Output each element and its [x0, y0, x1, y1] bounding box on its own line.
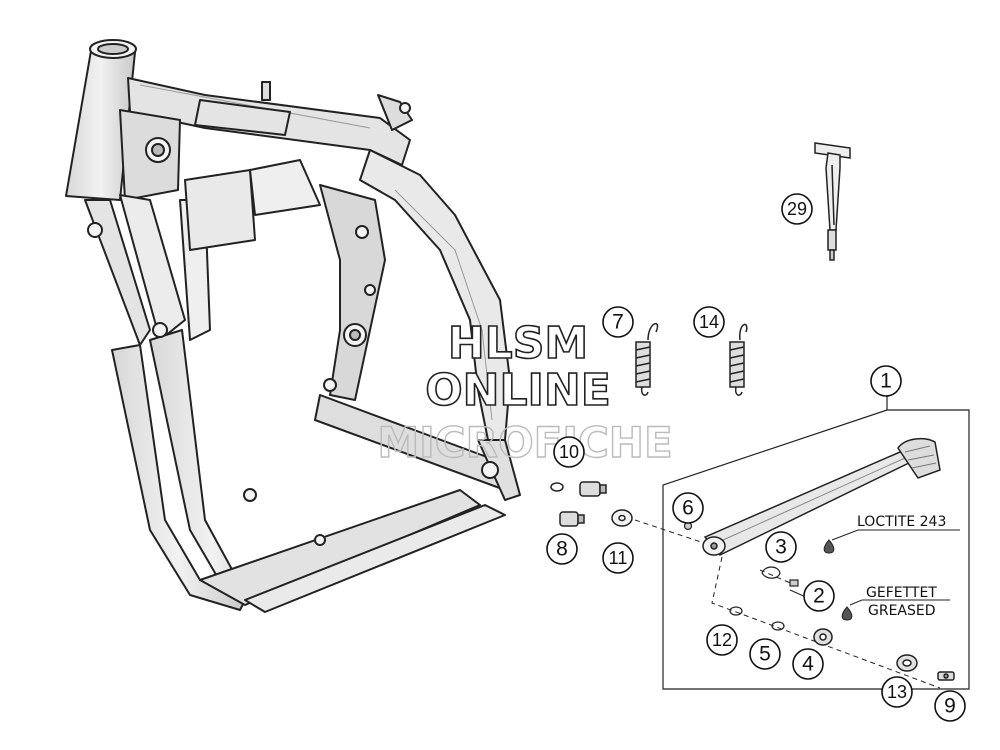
bottom-rail-left	[199, 489, 481, 606]
grease-drop	[841, 606, 853, 621]
watermark-line-2: ONLINE	[425, 365, 611, 416]
upper-crossmember	[194, 99, 291, 136]
loctite-drop	[823, 539, 835, 554]
callout-14: 14	[699, 312, 719, 332]
callout-6: 6	[682, 497, 694, 520]
swingarm-pivot-plate	[319, 184, 386, 401]
front-downtube-right	[119, 194, 186, 341]
tool-part-29	[814, 142, 851, 261]
assembly-box	[662, 396, 970, 690]
bolt-part-9	[937, 671, 955, 681]
callout-11: 11	[609, 548, 628, 568]
leader-lines	[634, 519, 941, 689]
callout-1: 1	[880, 370, 892, 393]
watermark-line-3: MICROFICHE	[377, 418, 672, 467]
bushing-part-13	[896, 654, 918, 672]
watermark-line-1: HLSM	[448, 318, 588, 369]
callout-5: 5	[759, 643, 771, 666]
callout-12: 12	[712, 630, 732, 650]
bushing-part-4	[813, 628, 833, 646]
callout-4: 4	[802, 653, 814, 676]
callout-labels: 1 2 3 4 5 6 7 8 9 10 11 12 13 14 29	[556, 199, 956, 718]
callout-10: 10	[559, 442, 579, 462]
washer-part-11	[611, 509, 633, 527]
note-loctite: LOCTITE 243	[857, 514, 946, 530]
bolt-part-10	[550, 481, 607, 497]
callout-2: 2	[813, 585, 825, 608]
watermark: HLSM ONLINE MICROFICHE	[377, 317, 674, 468]
clip-part-3	[761, 566, 781, 579]
front-downtube-left	[84, 199, 151, 346]
bottom-rail-right	[244, 504, 506, 613]
callout-7: 7	[612, 311, 624, 334]
screw-part-2	[789, 579, 799, 587]
motorcycle-frame	[65, 39, 521, 613]
spring-part-7	[635, 322, 659, 396]
callout-3: 3	[775, 536, 787, 559]
callout-9: 9	[944, 695, 956, 718]
callout-29: 29	[787, 199, 807, 219]
callouts	[546, 193, 966, 722]
note-greased: GREASED	[868, 603, 936, 619]
bolt-part-8	[559, 511, 585, 527]
callout-8: 8	[556, 538, 568, 561]
note-gefettet: GEFETTET	[866, 585, 937, 601]
ring-part-12	[729, 606, 743, 616]
assembly-notes: LOCTITE 243 GEFETTET GREASED	[857, 514, 946, 619]
callout-13: 13	[887, 682, 907, 702]
side-stand-part-1	[702, 437, 941, 556]
ring-part-5	[771, 621, 785, 631]
spring-part-14	[729, 323, 748, 396]
